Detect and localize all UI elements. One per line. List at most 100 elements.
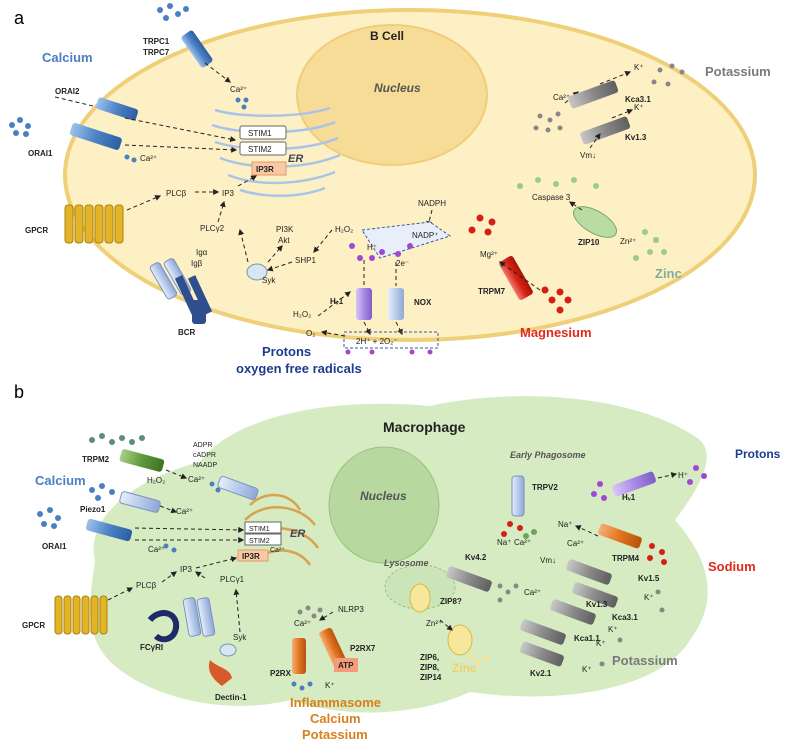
- b-syk-label: Syk: [233, 633, 247, 642]
- b-kv13-label: Kv1.3: [586, 600, 608, 609]
- inflammasome-line1: Inflammasome: [290, 695, 381, 710]
- b-vm-label: Vm↓: [540, 556, 556, 565]
- b-potassium-group: Potassium: [612, 653, 678, 668]
- a-magnesium-group: Magnesium: [520, 325, 592, 340]
- dectin1-receptor: [208, 660, 232, 686]
- b-trpv2-ca: Ca²⁺: [514, 538, 531, 547]
- pi3k-label: PI3K: [276, 225, 294, 234]
- kv21-channel: [520, 641, 564, 667]
- zip10-label: ZIP10: [578, 238, 600, 247]
- nadph-label: NADPH: [418, 199, 446, 208]
- b-zinc-group: Zinc: [452, 661, 477, 675]
- b-cell-title: B Cell: [370, 29, 404, 43]
- reaction-box: [343, 331, 439, 349]
- trpm7-channel: [499, 256, 533, 300]
- nox-label: NOX: [414, 298, 432, 307]
- dectin1-label: Dectin-1: [215, 693, 247, 702]
- b-stim2-label: STIM2: [249, 538, 270, 545]
- kv42-label: Kv4.2: [465, 553, 487, 562]
- b-kv21-k: K⁺: [582, 665, 592, 674]
- kv15-channel: [566, 559, 612, 585]
- orai-ca-label: Ca²⁺: [140, 154, 157, 163]
- b-er-ca: Ca²⁺: [270, 547, 285, 554]
- zip8q-label: ZIP8?: [440, 597, 462, 606]
- a-zn-label: Zn²⁺: [620, 237, 636, 246]
- early-phagosome-label: Early Phagosome: [510, 450, 586, 460]
- trpc1-label: TRPC1: [143, 37, 170, 46]
- bcr-label: BCR: [178, 328, 196, 337]
- b-kca31-channel: [550, 599, 596, 625]
- panel-b-letter: b: [14, 382, 24, 402]
- a-h2o2-top: H₂O₂: [335, 225, 353, 234]
- b-calcium-group: Calcium: [35, 473, 86, 488]
- reaction-label: 2H⁺ + 2O₂⁻: [356, 337, 398, 346]
- trpc-ca-label: Ca²⁺: [230, 85, 247, 94]
- a-zinc-group: Zinc: [655, 266, 682, 281]
- inflammasome-line2: Calcium: [310, 711, 361, 726]
- b-ip3r-box: [237, 549, 269, 562]
- b-kca31-k: K⁺: [608, 625, 618, 634]
- atp-label: ATP: [338, 661, 354, 670]
- a-stim2-label: STIM2: [248, 145, 272, 154]
- a-plcb-label: PLCβ: [166, 189, 187, 198]
- a-stim1-box: [239, 125, 287, 140]
- b-h2o2-label: H₂O₂: [147, 476, 165, 485]
- a-gpcr: [64, 204, 124, 244]
- p2rx7-label: P2RX7: [350, 644, 376, 653]
- zip8-transporter: [409, 583, 431, 613]
- akt-label: Akt: [278, 236, 290, 245]
- a-syk-label: Syk: [262, 276, 276, 285]
- macrophage-title: Macrophage: [383, 419, 466, 435]
- b-orai-ca: Ca²⁺: [148, 545, 165, 554]
- trpc-channel: [181, 30, 213, 68]
- a-stim1-label: STIM1: [248, 129, 272, 138]
- kv15-label: Kv1.5: [638, 574, 660, 583]
- a-calcium-group: Calcium: [42, 50, 93, 65]
- b-ip3-label: IP3: [180, 565, 193, 574]
- zip-line2: ZIP8,: [420, 663, 439, 672]
- a-stim2-box: [239, 141, 287, 156]
- b-cell-nucleus: [296, 24, 488, 166]
- b-trpm4-ca: Ca²⁺: [567, 539, 584, 548]
- trpm4-label: TRPM4: [612, 554, 640, 563]
- b-trpv2-na: Na⁺: [497, 538, 511, 547]
- a-protons-group: Protons: [262, 344, 311, 359]
- p2rx-channel: [292, 638, 306, 674]
- trpm4-channel: [598, 523, 642, 549]
- cadpr-label: cADPR: [193, 452, 216, 459]
- a-kca31-label: Kca3.1: [625, 95, 651, 104]
- orai2-label: ORAI2: [55, 87, 80, 96]
- a-hv1-channel: [356, 288, 372, 320]
- a-hplus-label: H⁺: [367, 243, 377, 252]
- atp-box: [334, 658, 358, 672]
- b-kca-ca: Ca²⁺: [524, 588, 541, 597]
- trpv2-channel: [511, 475, 525, 517]
- zip-line3: ZIP14: [420, 673, 442, 682]
- a-syk-blob: [246, 263, 268, 281]
- kv21-label: Kv2.1: [530, 669, 552, 678]
- b-hv1-channel: [612, 471, 656, 497]
- two-e-label: 2e⁻: [396, 259, 409, 268]
- b-internal-channel: [217, 475, 259, 501]
- caspase3-label: Caspase 3: [532, 193, 571, 202]
- b-hv1-label: Hᵥ1: [622, 493, 636, 502]
- a-kv13-label: Kv1.3: [625, 133, 647, 142]
- a-k2-label: K⁺: [634, 103, 644, 112]
- b-plcb-label: PLCβ: [136, 581, 157, 590]
- macrophage-nucleus: [328, 446, 440, 564]
- b-trpm2-ca: Ca²⁺: [188, 475, 205, 484]
- b-p2rx-ca: Ca²⁺: [294, 619, 311, 628]
- a-h2o2-low: H₂O₂: [293, 310, 311, 319]
- b-hplus-label: H⁺: [678, 471, 688, 480]
- naadp-label: NAADP: [193, 462, 217, 469]
- fcgri-receptor: [147, 597, 216, 643]
- trpm7-label: TRPM7: [478, 287, 506, 296]
- b-syk-blob: [219, 643, 237, 657]
- b-ip3r-label: IP3R: [242, 552, 260, 561]
- macrophage-nucleus-label: Nucleus: [360, 489, 407, 503]
- a-k1-label: K⁺: [634, 63, 644, 72]
- iga-label: Igα: [196, 248, 208, 257]
- a-ip3r-box: [251, 161, 287, 176]
- a-plcg2-label: PLCγ2: [200, 224, 225, 233]
- b-kv13-channel: [572, 582, 618, 608]
